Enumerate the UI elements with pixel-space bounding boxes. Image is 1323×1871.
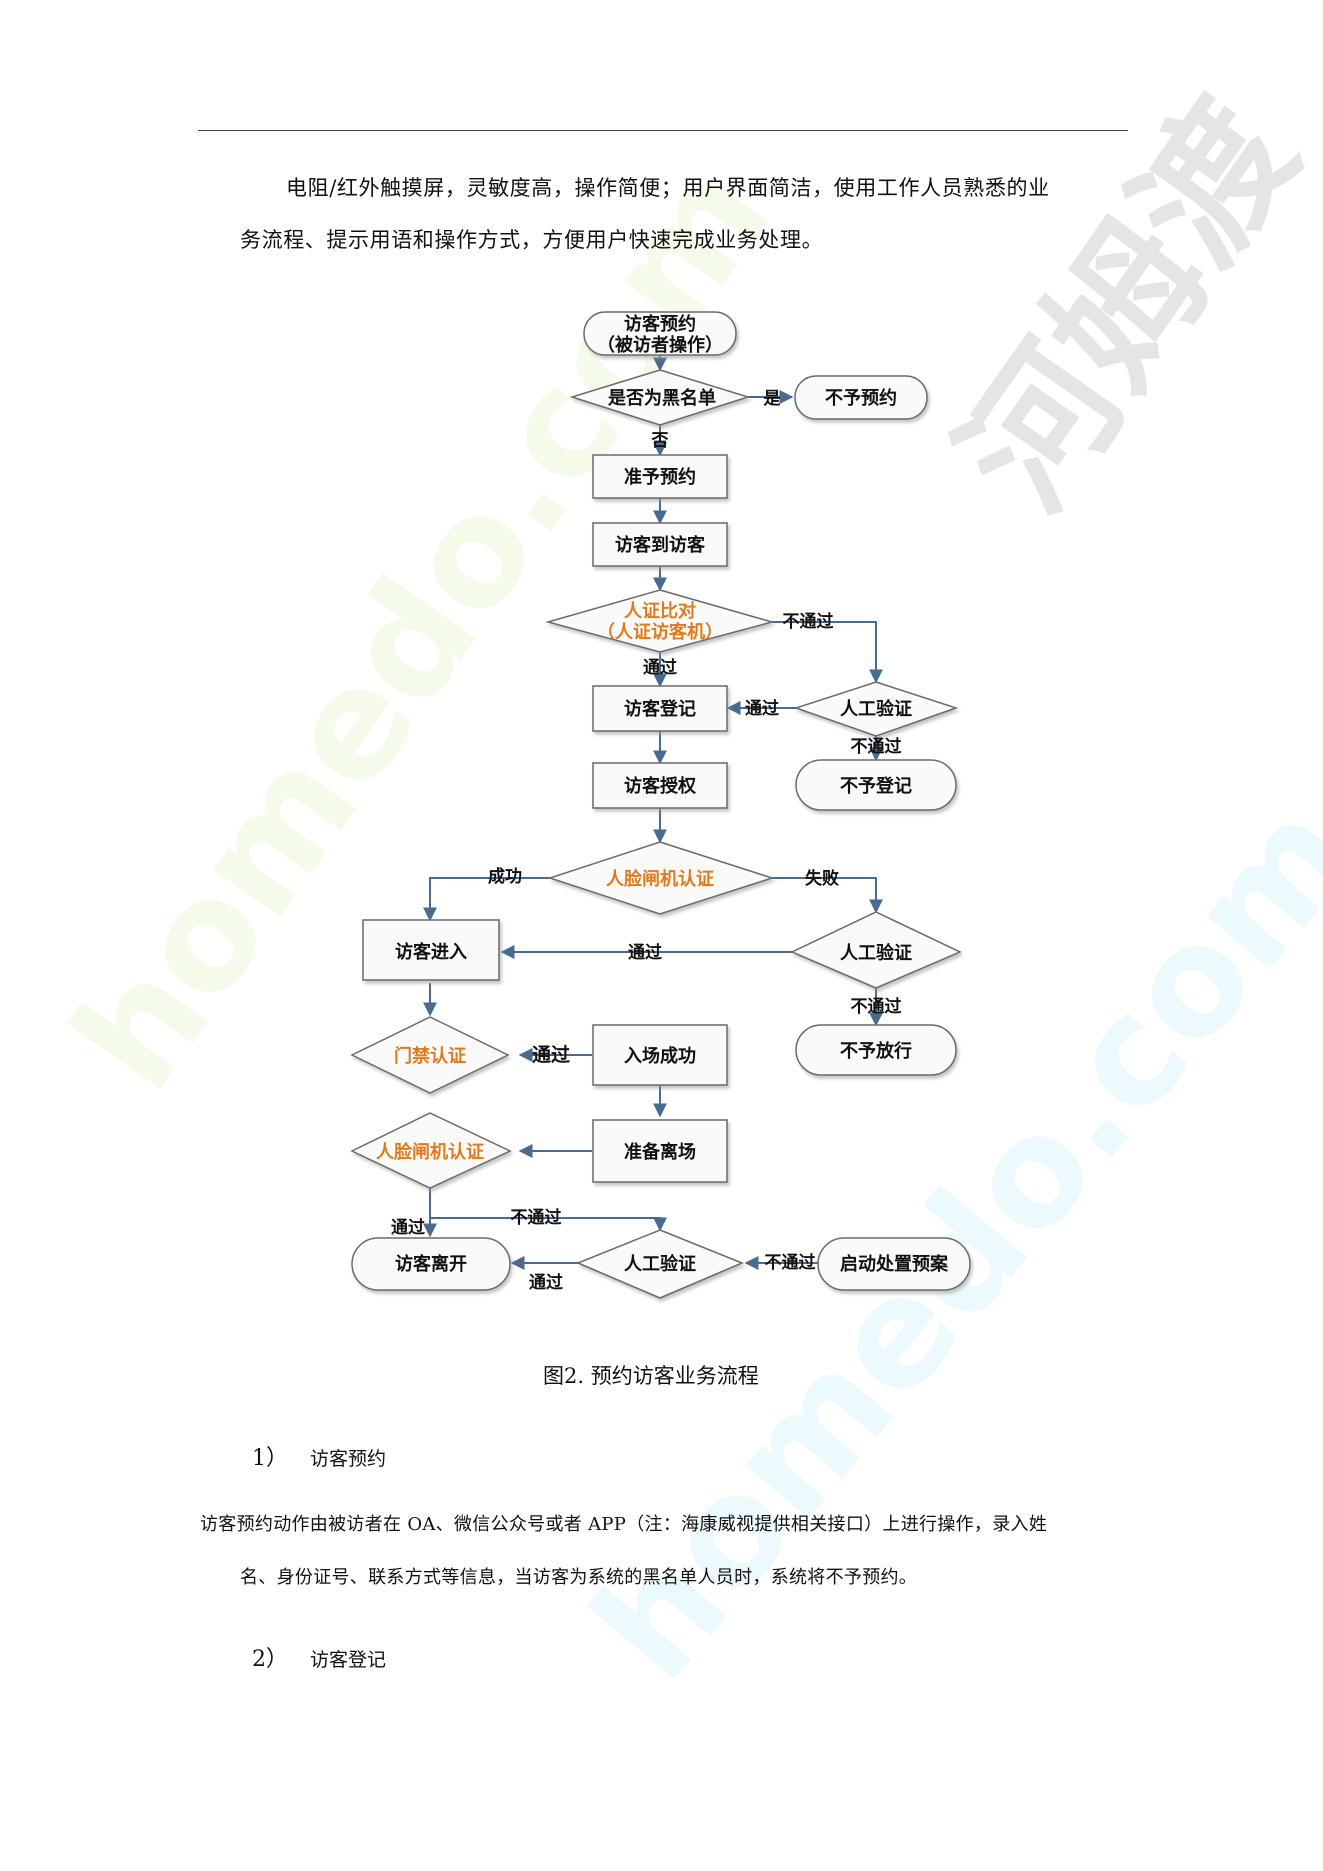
emergency-text: 启动处置预案 xyxy=(840,1253,949,1275)
blacklist-decision xyxy=(569,369,751,426)
edge-label-failure: 失败 xyxy=(805,868,839,889)
id-check-text-line-1: 人证比对 xyxy=(624,600,696,622)
figure-caption: 图2. 预约访客业务流程 xyxy=(543,1364,759,1388)
leave-text: 访客离开 xyxy=(395,1253,467,1275)
manual-verify-decision-1 xyxy=(793,681,959,737)
face-gate-text-1: 人脸闸机认证 xyxy=(606,868,714,890)
section-2-number: 2） xyxy=(252,1647,288,1672)
no-register-text: 不予登记 xyxy=(840,775,912,797)
edge-label-fail-4: 不通过 xyxy=(511,1208,562,1228)
edge-label-pass-3: 通过 xyxy=(628,943,662,963)
arrive-process xyxy=(592,522,728,567)
section-1-body-line-1: 访客预约动作由被访者在 OA、微信公众号或者 APP（注：海康威视提供相关接口）… xyxy=(200,1514,1048,1535)
edge-label-pass-2: 通过 xyxy=(745,699,779,719)
edge-label-pass-4: 通过 xyxy=(532,1044,570,1066)
no-release-text: 不予放行 xyxy=(840,1040,912,1062)
door-auth-decision xyxy=(350,1016,510,1094)
face-gate-decision-2 xyxy=(350,1112,512,1189)
intro-paragraph-line-1: 电阻/红外触摸屏，灵敏度高，操作简便；用户界面简洁，使用工作人员熟悉的业 xyxy=(286,176,1050,200)
edge-label-fail-3: 不通过 xyxy=(851,997,902,1017)
enter-process xyxy=(362,919,500,981)
edge-label-pass-5: 通过 xyxy=(391,1218,425,1238)
door-auth-text: 门禁认证 xyxy=(394,1045,466,1067)
manual-verify-text-1: 人工验证 xyxy=(840,698,912,720)
manual-verify-text-2: 人工验证 xyxy=(840,942,912,964)
register-text: 访客登记 xyxy=(624,698,696,720)
header-rule xyxy=(198,130,1128,131)
no-release-terminator xyxy=(795,1024,957,1076)
manual-verify-decision-3 xyxy=(576,1229,744,1299)
start-text-line-1: 访客预约 xyxy=(624,313,696,335)
section-1-heading: 1） 访客预约 xyxy=(252,1440,386,1472)
section-1-title: 访客预约 xyxy=(310,1448,387,1470)
approve-text: 准予预约 xyxy=(624,466,696,488)
approve-process xyxy=(592,454,728,499)
emergency-terminator xyxy=(817,1237,971,1291)
flow-connectors xyxy=(423,355,883,1270)
prepare-leave-text: 准备离场 xyxy=(624,1141,696,1163)
edge-label-pass-1: 通过 xyxy=(643,658,677,678)
entry-ok-text: 入场成功 xyxy=(624,1045,696,1067)
edge-label-success: 成功 xyxy=(488,866,522,887)
arrive-text: 访客到访客 xyxy=(615,534,706,556)
face-gate-decision-1 xyxy=(547,841,775,915)
authorize-text: 访客授权 xyxy=(624,775,697,797)
section-2-heading: 2） 访客登记 xyxy=(252,1641,386,1673)
no-register-terminator xyxy=(795,759,957,811)
manual-verify-text-3: 人工验证 xyxy=(624,1253,696,1275)
face-gate-text-2: 人脸闸机认证 xyxy=(376,1141,484,1163)
entry-ok-process xyxy=(592,1024,728,1086)
manual-verify-decision-2 xyxy=(790,911,962,989)
leave-terminator xyxy=(351,1237,511,1291)
edge-label-fail-5: 不通过 xyxy=(765,1253,816,1273)
flowchart: 访客预约 （被访者操作） 是否为黑名单 不予预约 准予预约 访客到访客 人证比对… xyxy=(350,311,971,1299)
blacklist-text: 是否为黑名单 xyxy=(607,387,716,409)
register-process xyxy=(592,685,728,732)
prepare-leave-process xyxy=(592,1119,728,1183)
deny-booking-terminator xyxy=(794,375,928,420)
id-check-text-line-2: （人证访客机） xyxy=(597,621,723,643)
edge-label-yes: 是 xyxy=(764,389,781,409)
edge-label-fail-2: 不通过 xyxy=(851,737,902,757)
section-2-title: 访客登记 xyxy=(310,1649,387,1671)
section-1-number: 1） xyxy=(252,1446,288,1471)
edge-label-fail-1: 不通过 xyxy=(783,612,834,632)
edge-label-pass-6: 通过 xyxy=(529,1273,563,1293)
authorize-process xyxy=(592,762,728,809)
enter-text: 访客进入 xyxy=(395,941,467,963)
id-check-decision xyxy=(545,589,775,653)
start-terminator xyxy=(583,311,737,356)
section-1-body-line-2: 名、身份证号、联系方式等信息，当访客为系统的黑名单人员时，系统将不予预约。 xyxy=(240,1567,918,1588)
deny-booking-text: 不予预约 xyxy=(825,387,897,409)
start-text-line-2: （被访者操作） xyxy=(597,334,723,356)
intro-paragraph-line-2: 务流程、提示用语和操作方式，方便用户快速完成业务处理。 xyxy=(240,228,824,252)
edge-label-no: 否 xyxy=(651,431,669,451)
